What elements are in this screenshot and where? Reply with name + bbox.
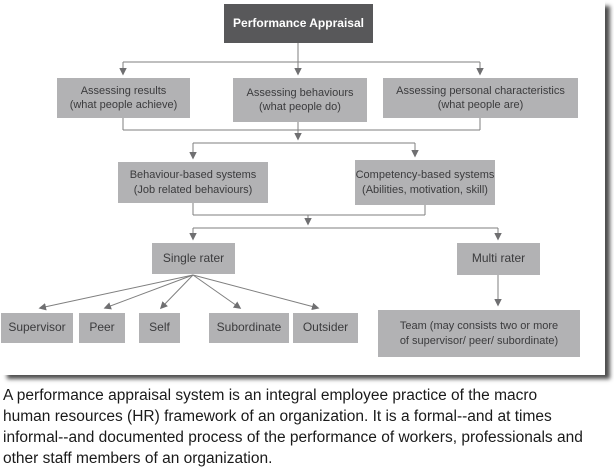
node-label: Outsider — [302, 320, 349, 335]
node-label: Subordinate — [216, 320, 282, 335]
node-performance-appraisal: Performance Appraisal — [224, 4, 373, 43]
node-label: Supervisor — [8, 320, 66, 335]
node-label-line1: Assessing personal characteristics — [396, 84, 565, 97]
node-assessing-behaviours: Assessing behaviours (what people do) — [233, 78, 367, 122]
caption-line: human resources (HR) framework of an org… — [3, 408, 552, 425]
node-single-rater: Single rater — [152, 243, 235, 274]
node-label: Multi rater — [471, 251, 526, 266]
node-label: Single rater — [162, 250, 225, 265]
node-label-line1: Assessing results — [80, 84, 167, 97]
caption-line: informal--and documented process of the … — [3, 429, 583, 446]
node-label-line2: (what people are) — [437, 99, 524, 111]
node-outsider: Outsider — [293, 313, 358, 343]
caption-line: other staff members of an organization. — [3, 450, 273, 467]
node-assessing-personal-characteristics: Assessing personal characteristics (what… — [383, 78, 578, 118]
node-label: Performance Appraisal — [233, 15, 364, 30]
node-label-line2: (what people achieve) — [69, 99, 178, 111]
node-label-line2: (Job related behaviours) — [133, 183, 253, 196]
node-supervisor: Supervisor — [1, 313, 73, 343]
node-peer: Peer — [79, 313, 125, 343]
node-label-line2: (Abilities, motivation, skill) — [362, 183, 488, 196]
node-label-line2: of supervisor/ peer/ subordinate) — [399, 334, 559, 347]
caption: A performance appraisal system is an int… — [3, 385, 614, 469]
node-competency-based-systems: Competency-based systems (Abilities, mot… — [355, 160, 495, 205]
node-assessing-results: Assessing results (what people achieve) — [57, 78, 190, 118]
node-behaviour-based-systems: Behaviour-based systems (Job related beh… — [118, 162, 268, 203]
node-label-line1: Assessing behaviours — [246, 86, 354, 99]
node-label-line1: Team (may consists two or more — [399, 320, 559, 333]
caption-line: A performance appraisal system is an int… — [3, 387, 538, 404]
node-label-line1: Behaviour-based systems — [129, 169, 257, 182]
connector-arrows — [38, 43, 502, 311]
node-label: Self — [149, 320, 170, 335]
node-label-line1: Competency-based systems — [355, 169, 495, 182]
node-multi-rater: Multi rater — [457, 243, 540, 275]
node-subordinate: Subordinate — [209, 313, 289, 343]
node-self: Self — [139, 313, 180, 343]
node-team: Team (may consists two or more of superv… — [378, 310, 580, 357]
node-label: Peer — [89, 320, 115, 335]
node-label-line2: (what people do) — [259, 101, 341, 113]
diagram-panel: Performance Appraisal Assessing results … — [1, 4, 580, 357]
